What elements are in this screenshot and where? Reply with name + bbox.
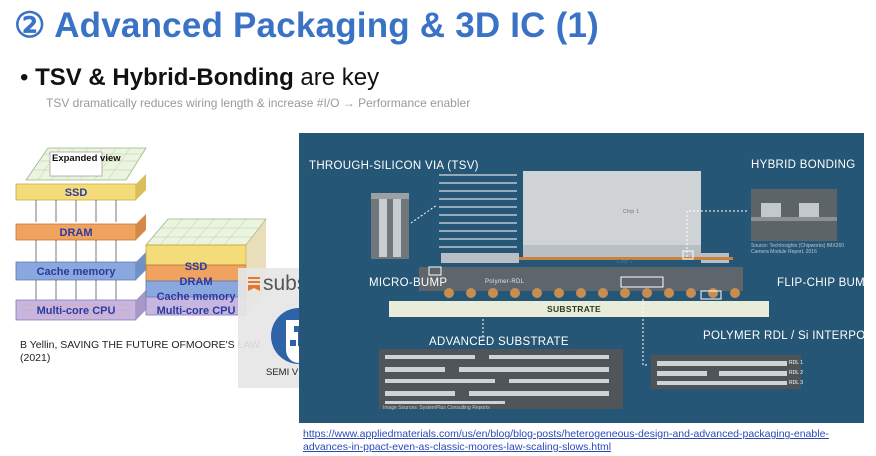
compact-cpu-label: Multi-core CPU	[156, 305, 236, 317]
image-sources-note: Image Sources: SystemPlus Consulting Rep…	[383, 405, 490, 411]
expanded-view-callout: Expanded view	[52, 153, 121, 164]
flip-chip-label: FLIP-CHIP BUMP	[777, 277, 874, 289]
layer-dram-label: DRAM	[59, 227, 93, 239]
rdl1-label: RDL 1	[789, 360, 803, 366]
rdl3-label: RDL 3	[789, 380, 803, 386]
bullet-rest-text: are key	[293, 64, 380, 91]
tsv-label: THROUGH-SILICON VIA (TSV)	[309, 160, 479, 172]
citation-text: B Yellin, SAVING THE FUTURE OFMOORE'S LA…	[20, 339, 260, 364]
bullet-bold-text: TSV & Hybrid-Bonding	[35, 64, 294, 91]
diagram-artwork	[299, 133, 864, 423]
hybrid-source-note: Source: TechInsights (Chipworks) IMX260 …	[751, 243, 845, 255]
bullet-subtext: TSV dramatically reduces wiring length &…	[46, 96, 471, 110]
polymer-rdl-label: POLYMER RDL / Si INTERPOSER	[703, 330, 876, 342]
compact-dram-label: DRAM	[179, 276, 213, 288]
layer-cpu-label: Multi-core CPU	[36, 305, 116, 317]
slide-title: ② Advanced Packaging & 3D IC (1)	[14, 6, 599, 45]
compact-cache-label: Cache memory	[156, 291, 236, 303]
rdl2-label: RDL 2	[789, 370, 803, 376]
layer-ssd-label: SSD	[64, 187, 88, 199]
semi-vision-text: SEMI VISION	[266, 367, 325, 378]
bullet-point: • TSV & Hybrid-Bonding are key	[20, 64, 379, 92]
chip1-label: Chip 1	[623, 209, 640, 215]
bullet-marker: •	[20, 64, 29, 91]
stack-diagram-expanded	[15, 147, 147, 321]
compact-ssd-label: SSD	[184, 261, 208, 273]
advanced-substrate-label: ADVANCED SUBSTRATE	[429, 336, 569, 348]
source-link[interactable]: https://www.appliedmaterials.com/us/en/b…	[303, 428, 829, 453]
substack-icon	[248, 277, 260, 291]
hybrid-bonding-label: HYBRID BONDING	[751, 159, 856, 171]
micro-bump-label: MICRO-BUMP	[369, 277, 448, 289]
polymer-rdl-inner-label: Polymer-RDL	[485, 279, 525, 285]
chip2-label: Chip 2	[617, 259, 634, 265]
substrate-label: SUBSTRATE	[547, 304, 602, 314]
layer-cache-label: Cache memory	[36, 266, 116, 278]
packaging-diagram: THROUGH-SILICON VIA (TSV) HYBRID BONDING…	[299, 133, 876, 423]
